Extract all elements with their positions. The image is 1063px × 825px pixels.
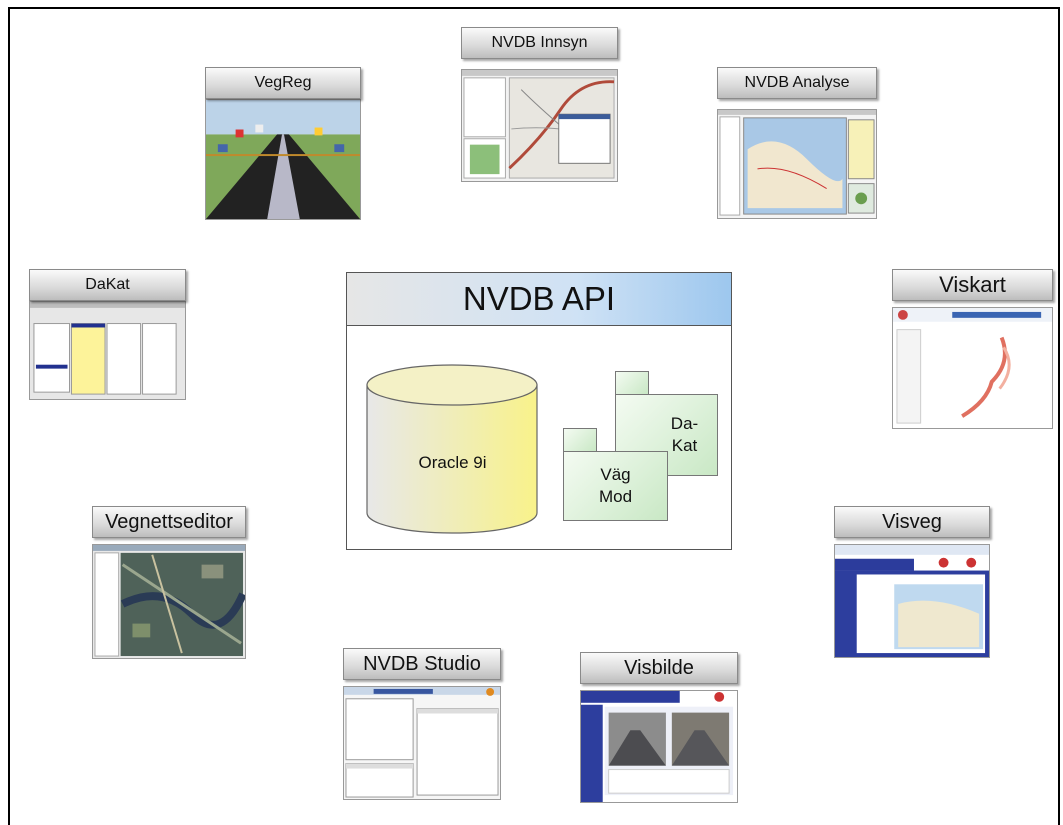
screenshot-vegnettseditor	[92, 544, 246, 659]
database-icon	[366, 364, 538, 534]
package-dakat-tab	[615, 371, 649, 395]
package-dakat-line1: Da-	[670, 414, 699, 433]
package-vagmod-tab	[563, 428, 597, 452]
app-card-nvdb-analyse: NVDB Analyse	[717, 67, 877, 219]
screenshot-dakat	[29, 301, 186, 400]
app-card-dakat: DaKat	[29, 269, 186, 400]
app-label-visveg: Visveg	[834, 506, 990, 538]
app-label-visbilde: Visbilde	[580, 652, 738, 684]
app-card-visveg: Visveg	[834, 506, 990, 658]
app-card-visbilde: Visbilde	[580, 652, 738, 803]
screenshot-visveg	[834, 544, 990, 658]
package-vagmod-line2: Mod	[598, 487, 633, 506]
diagram-frame	[8, 7, 1060, 825]
package-dakat-line2: Kat	[671, 436, 698, 455]
oracle-database-cylinder: Oracle 9i	[365, 363, 540, 538]
app-label-vegreg: VegReg	[205, 67, 361, 99]
database-label: Oracle 9i	[418, 453, 487, 472]
app-card-nvdb-innsyn: NVDB Innsyn	[461, 27, 618, 182]
app-label-nvdb-innsyn: NVDB Innsyn	[461, 27, 618, 59]
nvdb-api-title: NVDB API	[347, 273, 731, 326]
app-label-viskart: Viskart	[892, 269, 1053, 301]
app-card-viskart: Viskart	[892, 269, 1053, 429]
screenshot-nvdb-studio	[343, 686, 501, 800]
screenshot-visbilde	[580, 690, 738, 803]
screenshot-vegreg	[205, 99, 361, 220]
app-label-nvdb-analyse: NVDB Analyse	[717, 67, 877, 99]
screenshot-nvdb-innsyn	[461, 69, 618, 182]
app-label-vegnettseditor: Vegnettseditor	[92, 506, 246, 538]
screenshot-viskart	[892, 307, 1053, 429]
package-vagmod-line1: Väg	[600, 465, 631, 484]
app-card-vegreg: VegReg	[205, 67, 361, 220]
app-card-vegnettseditor: Vegnettseditor	[92, 506, 246, 659]
app-card-nvdb-studio: NVDB Studio	[343, 648, 501, 800]
app-label-nvdb-studio: NVDB Studio	[343, 648, 501, 680]
app-label-dakat: DaKat	[29, 269, 186, 301]
screenshot-nvdb-analyse	[717, 109, 877, 219]
